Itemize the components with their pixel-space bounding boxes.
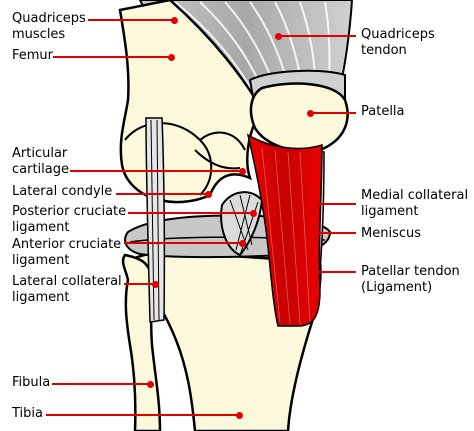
pointer-articular-cartilage: [238, 167, 246, 175]
label-anterior-cruciate-ligament: Anterior cruciate ligament: [12, 237, 122, 268]
label-lateral-collateral-ligament: Lateral collateral ligament: [12, 274, 122, 305]
leader-anterior-cruciate-ligament: [124, 242, 242, 244]
leader-lateral-collateral-ligament: [124, 283, 155, 285]
label-patella: Patella: [361, 104, 405, 119]
pointer-anterior-cruciate-ligament: [238, 239, 246, 247]
label-articular-cartilage: Articular cartilage: [12, 146, 69, 177]
pointer-tibia: [235, 411, 243, 419]
leader-medial-collateral-ligament: [316, 203, 356, 205]
patella-shape: [249, 82, 349, 153]
patellar-tendon-shape: [246, 133, 323, 327]
lateral-collateral-ligament-shape: [145, 117, 166, 323]
leader-meniscus: [316, 232, 356, 234]
pointer-quadriceps-muscles: [170, 16, 178, 24]
label-medial-collateral-ligament: Medial collateral ligament: [361, 188, 469, 219]
pointer-lateral-condyle: [204, 190, 212, 198]
leader-lateral-condyle: [116, 193, 208, 195]
leader-articular-cartilage: [70, 170, 242, 172]
leader-quadriceps-muscles: [88, 19, 174, 21]
label-meniscus: Meniscus: [361, 226, 421, 241]
label-quadriceps-muscles: Quadriceps muscles: [12, 11, 86, 42]
label-fibula: Fibula: [12, 375, 51, 390]
leader-tibia: [46, 414, 239, 416]
label-lateral-condyle: Lateral condyle: [12, 184, 113, 199]
pointer-femur: [167, 53, 175, 61]
leader-patellar-tendon: [311, 271, 356, 273]
pointer-posterior-cruciate-ligament: [249, 209, 257, 217]
label-femur: Femur: [12, 48, 54, 63]
label-quadriceps-tendon: Quadriceps tendon: [361, 27, 435, 58]
pointer-fibula: [146, 380, 154, 388]
leader-quadriceps-tendon: [278, 35, 356, 37]
leader-fibula: [52, 383, 150, 385]
label-tibia: Tibia: [12, 406, 43, 421]
leader-femur: [53, 56, 171, 58]
label-posterior-cruciate-ligament: Posterior cruciate ligament: [12, 204, 127, 235]
label-patellar-tendon: Patellar tendon (Ligament): [361, 264, 460, 295]
pointer-lateral-collateral-ligament: [151, 280, 159, 288]
leader-patella: [310, 112, 356, 114]
leader-posterior-cruciate-ligament: [128, 212, 253, 214]
